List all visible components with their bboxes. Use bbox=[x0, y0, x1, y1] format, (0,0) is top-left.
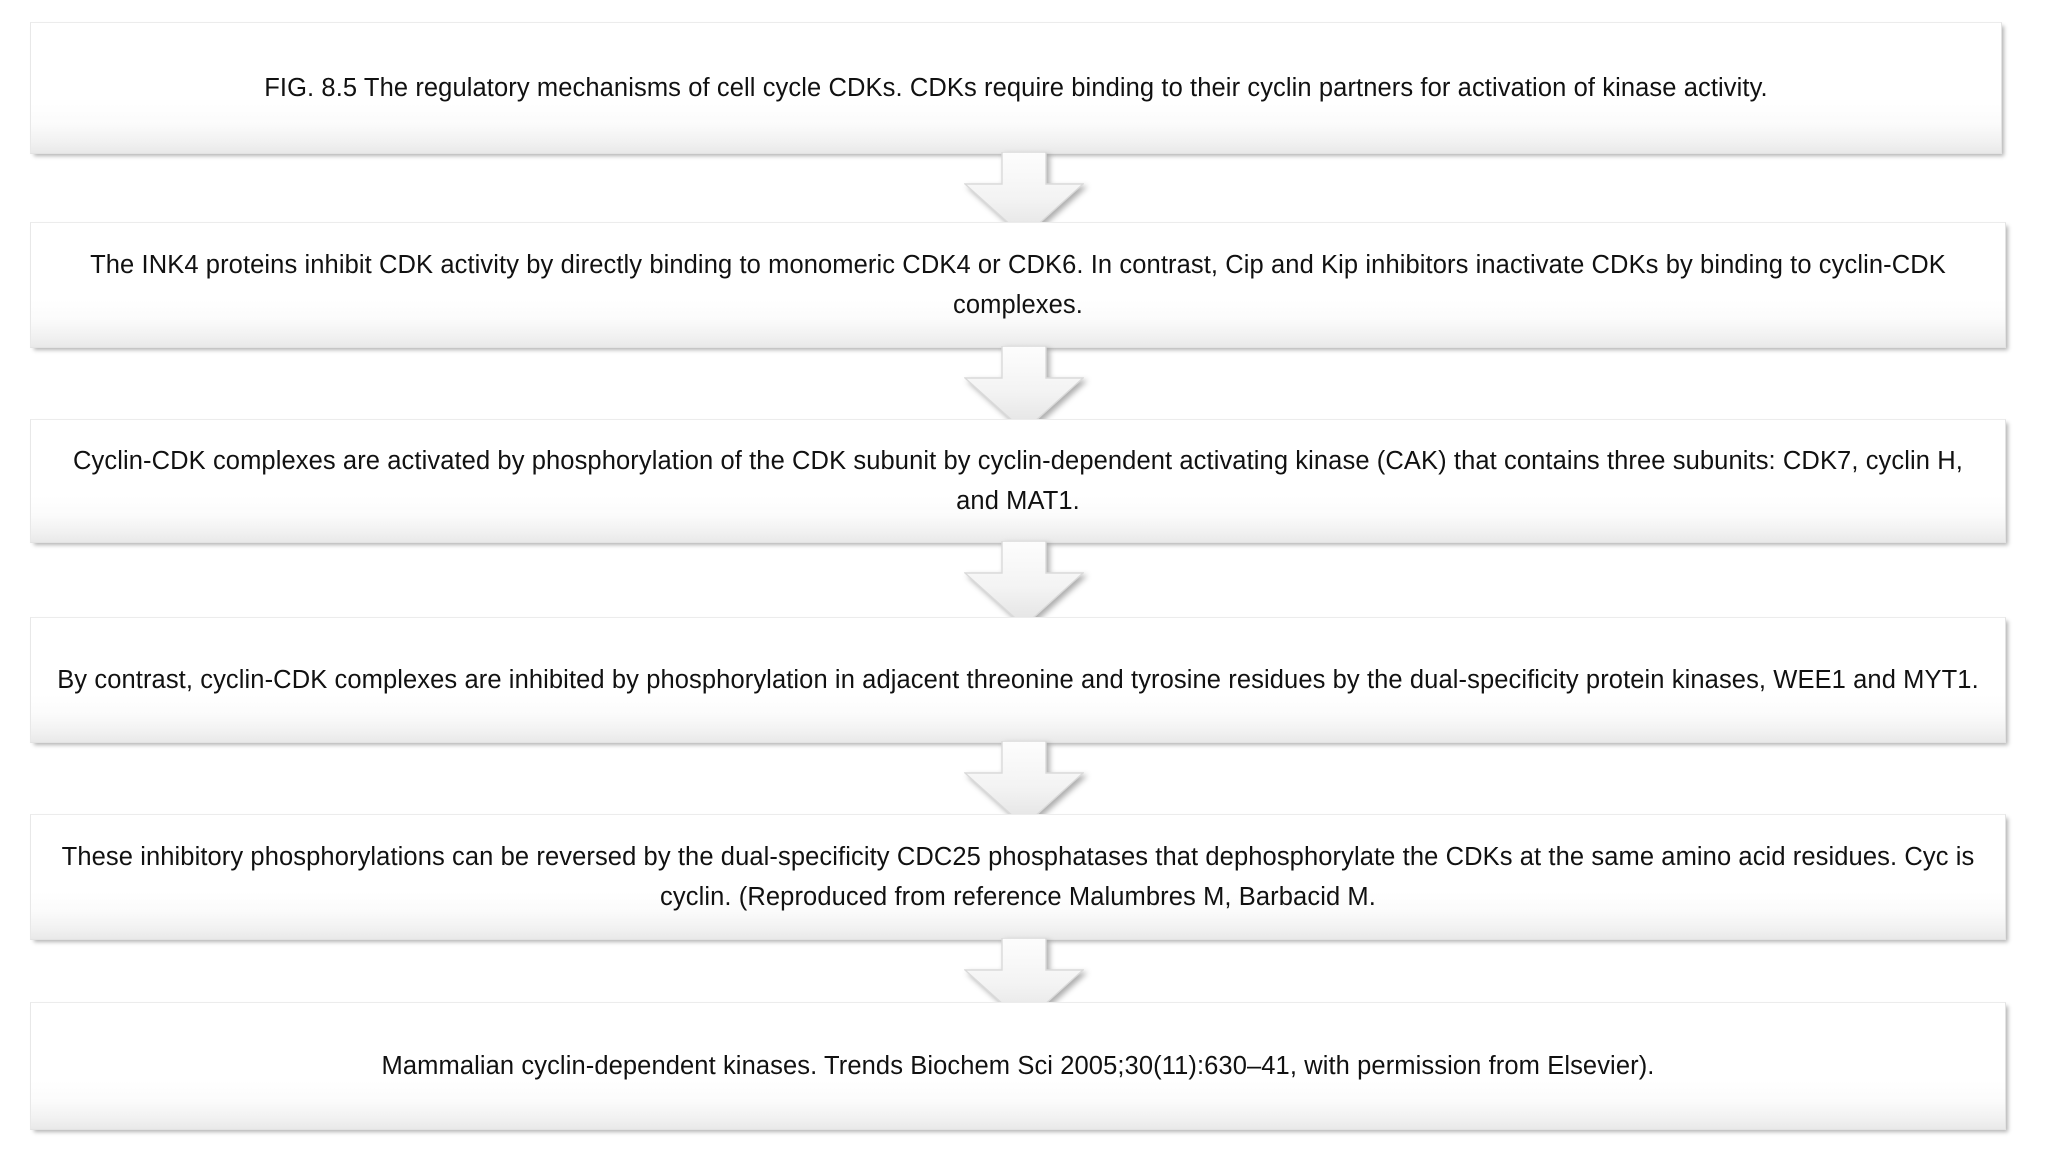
wee1-myt1-inhibition-text: By contrast, cyclin-CDK complexes are in… bbox=[57, 666, 1979, 694]
cak-activation-text: Cyclin-CDK complexes are activated by ph… bbox=[73, 447, 1963, 515]
down-arrow-icon bbox=[964, 741, 1084, 827]
down-arrow-icon bbox=[964, 346, 1084, 432]
down-arrow-icon bbox=[964, 938, 1084, 1024]
ink4-inhibitors-box[interactable]: The INK4 proteins inhibit CDK activity b… bbox=[30, 222, 2006, 348]
ink4-inhibitors-text: The INK4 proteins inhibit CDK activity b… bbox=[90, 251, 1946, 319]
wee1-myt1-inhibition-box[interactable]: By contrast, cyclin-CDK complexes are in… bbox=[30, 617, 2006, 743]
reference-citation-text: Mammalian cyclin-dependent kinases. Tren… bbox=[381, 1052, 1655, 1080]
down-arrow-icon bbox=[964, 152, 1084, 238]
cak-activation-box[interactable]: Cyclin-CDK complexes are activated by ph… bbox=[30, 419, 2006, 543]
reference-citation-box[interactable]: Mammalian cyclin-dependent kinases. Tren… bbox=[30, 1002, 2006, 1130]
cdc25-phosphatases-box[interactable]: These inhibitory phosphorylations can be… bbox=[30, 814, 2006, 940]
figure-caption-text: FIG. 8.5 The regulatory mechanisms of ce… bbox=[264, 74, 1768, 102]
down-arrow-icon bbox=[964, 541, 1084, 627]
cdc25-phosphatases-text: These inhibitory phosphorylations can be… bbox=[61, 843, 1975, 911]
figure-caption-box[interactable]: FIG. 8.5 The regulatory mechanisms of ce… bbox=[30, 22, 2002, 154]
